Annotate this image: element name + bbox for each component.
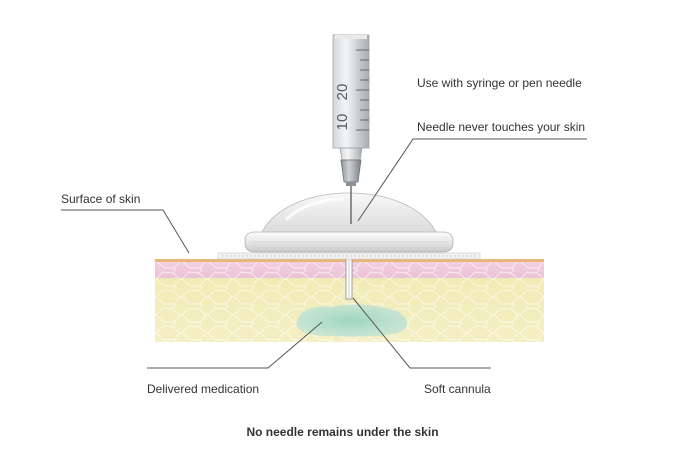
label-soft-cannula: Soft cannula	[424, 382, 491, 396]
syringe-scale-10: 10	[334, 114, 351, 131]
soft-cannula	[345, 256, 353, 300]
label-delivered-medication: Delivered medication	[147, 382, 260, 396]
syringe-tip	[339, 147, 363, 161]
label-syringe-or-pen: Use with syringe or pen needle	[417, 76, 582, 90]
leader-medication	[147, 321, 323, 369]
medication-blob	[296, 304, 408, 337]
adhesive-pad	[217, 252, 481, 260]
needle-hub	[340, 159, 362, 183]
syringe: 20 10	[332, 34, 370, 224]
leader-needle-never	[357, 138, 587, 222]
port-base	[244, 231, 454, 253]
syringe-scale-20: 20	[334, 84, 351, 101]
port-dome	[261, 192, 437, 233]
leader-surface	[61, 209, 190, 254]
diagram-caption: No needle remains under the skin	[246, 425, 439, 439]
leader-cannula	[352, 297, 491, 369]
label-needle-never-touches: Needle never touches your skin	[417, 120, 586, 134]
label-surface-of-skin: Surface of skin	[61, 192, 141, 206]
syringe-scale-ticks	[356, 49, 369, 131]
leader-lines	[61, 138, 587, 369]
